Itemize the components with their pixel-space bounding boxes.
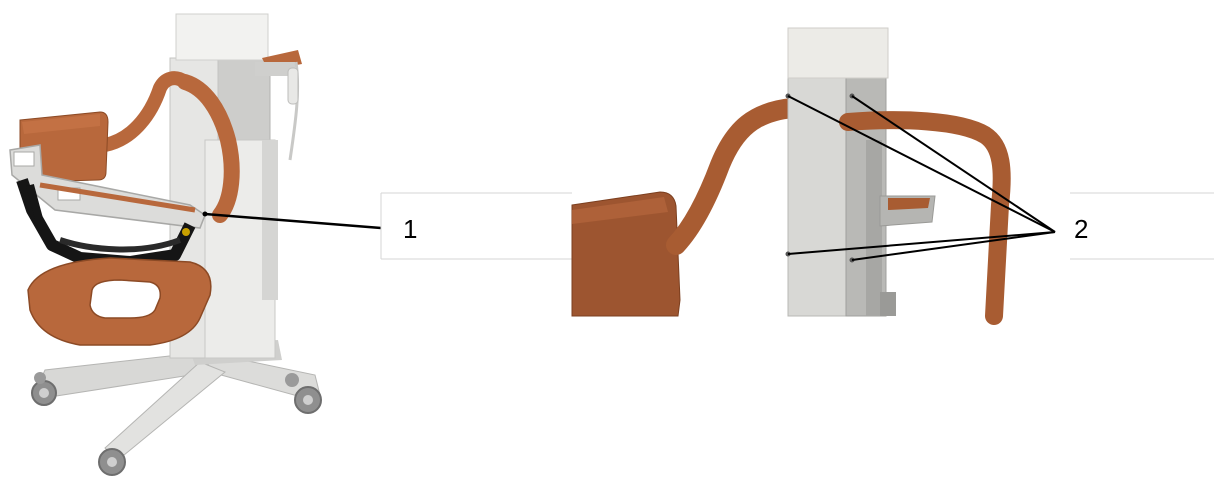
seat-pad — [28, 258, 211, 345]
closeup-column — [788, 28, 935, 316]
callout-2-number: 2 — [1074, 214, 1088, 245]
closeup-left-arm-bar — [676, 108, 792, 245]
patient-lift-full-view — [10, 14, 321, 475]
closeup-chest-pad — [572, 192, 680, 316]
callout-1-number: 1 — [403, 214, 417, 245]
